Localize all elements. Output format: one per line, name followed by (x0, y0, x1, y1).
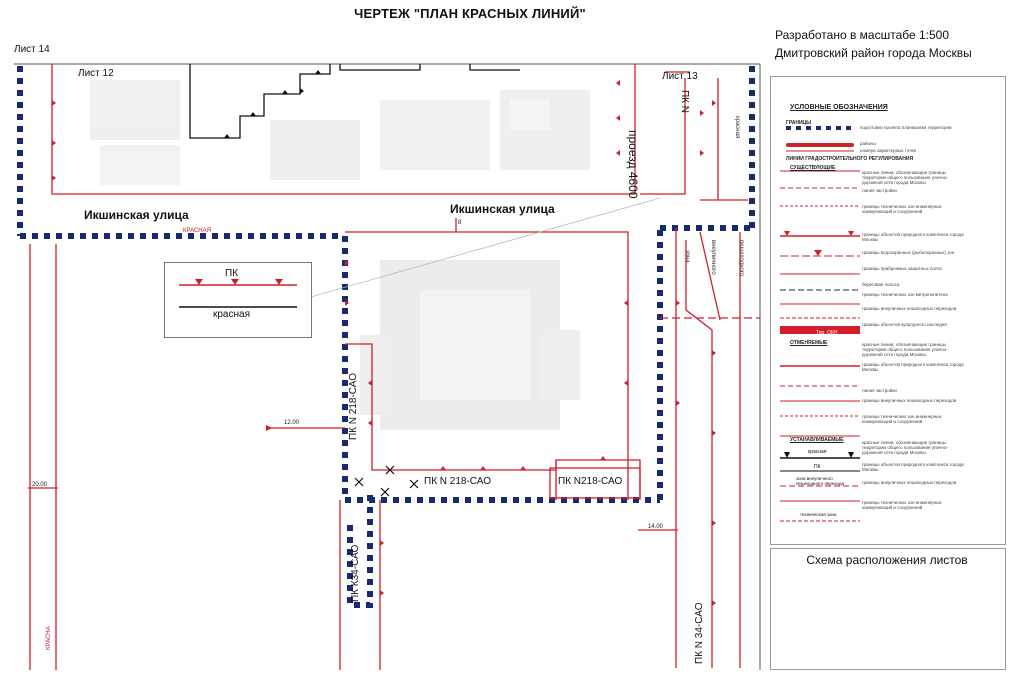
legend-existing-head: СУЩЕСТВУЮЩИЕ (790, 165, 836, 171)
legend-sample-red: красная (808, 449, 827, 455)
legend-b1: подготовки проекта планировки территории (860, 125, 952, 130)
legend-b3: номера характерных точек (860, 148, 917, 153)
red-lines-top (51, 64, 748, 201)
pk-vertical-218-label: ПК N 218-САО (348, 372, 359, 440)
legend-e4: границы объектов природного комплекса го… (862, 232, 964, 242)
legend-e5: границы водоохранных (рыбоохранных) зон (862, 250, 955, 255)
krasnaya-left-label: КРАСНА (46, 626, 52, 650)
legend-established-head: УСТАНАВЛИВАЕМЫЕ (790, 437, 844, 443)
street-label-center: Икшинская улица (450, 202, 555, 216)
mini-legend-red: красная (213, 309, 250, 320)
legend-e6: границы прибрежных защитных полос (862, 266, 943, 271)
legend-e2: линия застройки (862, 188, 897, 193)
legend-sample-tex: техническая зона (800, 512, 837, 517)
legend-e3: границы технических зон инженерных комму… (862, 204, 942, 214)
sheet-14-label: Лист 14 (14, 44, 50, 55)
legend-borders-head: ГРАНИЦЫ (786, 120, 812, 126)
legend-c5: границы технических зон инженерных комму… (862, 414, 942, 424)
blue-border (17, 66, 755, 608)
schema-panel (770, 548, 1006, 670)
legend-sample-zone: зона внеуличного пешеходного перехода (796, 476, 845, 486)
legend-title: УСЛОВНЫЕ ОБОЗНАЧЕНИЯ (790, 104, 888, 111)
vnelichnogo-label: внеуличного (710, 240, 716, 275)
legend-sample-ter: Тер. ОКН (816, 330, 838, 336)
dim-20-label: 20.00 (32, 482, 48, 488)
legend-c3: линия застройки (862, 388, 897, 393)
sheet-13-label: Лист 13 (662, 71, 698, 82)
reference-line (299, 197, 661, 301)
legend-e9: границы внеуличных пешеходных переходов (862, 306, 957, 311)
legend-cancelled-head: ОТМЕНЯЕМЫЕ (790, 340, 828, 346)
legend-b2: районы (860, 141, 876, 146)
legend-symbols (780, 126, 860, 522)
legend-lines-head: ЛИНИИ ГРАДОСТРОИТЕЛЬНОГО РЕГУЛИРОВАНИЯ (786, 156, 914, 162)
street-label-left: Икшинская улица (84, 208, 189, 222)
red-lines-center (28, 218, 760, 670)
mini-legend: ПК красная (164, 262, 312, 338)
pk-n-top-label: ПК N (679, 90, 690, 114)
legend-e10: границы объектов культурного наследия (862, 322, 947, 327)
zone-label: зона (684, 250, 690, 263)
krasnaya-small-label: КРАСНАЯ (183, 228, 211, 234)
legend-c2: границы объектов природного комплекса го… (862, 362, 964, 372)
legend-e8: границы технических зон метрополитена (862, 292, 948, 297)
scale-info: Разработано в масштабе 1:500 Дмитровский… (775, 26, 972, 62)
legend-panel (770, 76, 1006, 545)
buildings-top (90, 80, 590, 185)
pk-box-outline (549, 467, 641, 499)
legend-s4: границы технических зон инженерных комму… (862, 500, 942, 510)
pk-n34-label: ПК N 34-САО (694, 602, 705, 664)
sheet-12-label: Лист 12 (78, 68, 114, 79)
dim-12-label: 12.00 (284, 420, 300, 426)
legend-c1: красные линии, обозначающие границы терр… (862, 342, 948, 357)
legend-s3: границы внеуличных пешеходных переходов (862, 480, 957, 485)
x-marks (354, 465, 419, 497)
pk-box-218-label: ПК N218-САО (558, 476, 623, 487)
legend-sample-pk: ПК (814, 464, 821, 470)
legend-e7: береговая полоса (862, 282, 900, 287)
peshekhodnogo-label: пешеходного (738, 240, 744, 277)
district-line: Дмитровский район города Москвы (775, 46, 972, 60)
pk-k34-label: ПК К34-САО (350, 544, 361, 602)
legend-s1: красные линии, обозначающие границы терр… (862, 440, 948, 455)
dim-14-label: 14.00 (648, 524, 664, 530)
proezd-label: проезд 4600 (626, 130, 640, 199)
black-ticks-top (224, 70, 321, 138)
pk-horizontal-218-label: ПК N 218-САО (424, 476, 492, 487)
mini-legend-pk: ПК (225, 268, 239, 279)
red-ticks-top (52, 80, 716, 181)
schema-title: Схема расположения листов (806, 553, 968, 567)
drawing-title: ЧЕРТЕЖ "ПЛАН КРАСНЫХ ЛИНИЙ" (354, 6, 586, 21)
legend-e1: красные линии, обозначающие границы терр… (862, 170, 948, 185)
krasnaya-right-label: красная (734, 116, 740, 139)
legend-c4: границы внеуличных пешеходных переходов (862, 398, 957, 403)
scale-line: Разработано в масштабе 1:500 (775, 28, 950, 42)
legend-s2: границы объектов природного комплекса го… (862, 462, 964, 472)
buildings-center (360, 260, 580, 430)
dim-8-label: 8 (458, 220, 462, 226)
mini-legend-lines (179, 279, 297, 308)
red-ticks-center (266, 260, 716, 606)
